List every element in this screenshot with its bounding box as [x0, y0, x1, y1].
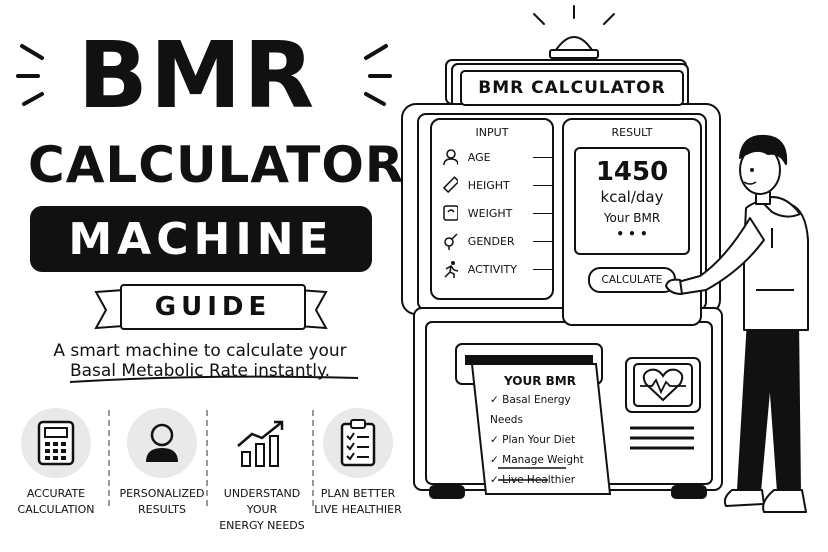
result-dots: • • •	[616, 227, 648, 241]
input-row-age[interactable]: AGE	[442, 143, 552, 171]
checklist-icon	[340, 419, 376, 467]
input-label-gender: GENDER	[467, 234, 515, 248]
feature-icon-circle	[323, 408, 393, 478]
scale-icon	[443, 205, 458, 221]
result-caption: Your BMR	[603, 211, 661, 225]
feature-divider	[206, 410, 208, 506]
input-line	[532, 268, 552, 270]
input-label-age: AGE	[467, 150, 491, 164]
input-row-gender[interactable]: GENDER	[442, 227, 552, 255]
receipt: YOUR BMR ✓ Basal Energy Needs ✓ Plan You…	[490, 372, 600, 490]
calculate-button[interactable]: CALCULATE	[588, 267, 676, 293]
machine-header-label: BMR CALCULATOR	[478, 78, 666, 98]
receipt-item: ✓ Plan Your Diet	[490, 430, 600, 450]
person-icon	[146, 423, 178, 462]
feature-understand: UNDERSTAND YOUR ENERGY NEEDS	[210, 408, 314, 534]
result-unit: kcal/day	[600, 188, 664, 206]
feature-label-1: PERSONALIZED	[119, 487, 205, 500]
person-illustration	[665, 134, 809, 513]
receipt-item-label: Manage Weight	[502, 454, 584, 466]
feature-label-2: LIVE HEALTHIER	[314, 503, 402, 516]
person-icon	[443, 149, 458, 166]
title-guide: GUIDE	[154, 292, 272, 322]
result-value: 1450	[595, 157, 669, 187]
receipt-item: ✓ Basal Energy Needs	[490, 390, 600, 430]
receipt-item-label: Plan Your Diet	[502, 434, 576, 446]
calculate-button-label: CALCULATE	[601, 274, 663, 286]
feature-icon-circle	[127, 408, 197, 478]
receipt-title: YOUR BMR	[504, 374, 576, 388]
result-screen: 1450 kcal/day Your BMR • • •	[574, 147, 690, 255]
title-machine: MACHINE	[68, 213, 334, 265]
receipt-item-label: Basal Energy Needs	[490, 394, 571, 426]
input-row-activity[interactable]: ACTIVITY	[442, 255, 552, 283]
input-panel: INPUT AGE HEIGHT WEIGHT GENDER ACTIVITY	[430, 118, 554, 300]
input-label-height: HEIGHT	[467, 178, 510, 192]
running-icon	[444, 261, 458, 278]
input-row-weight[interactable]: WEIGHT	[442, 199, 552, 227]
input-row-height[interactable]: HEIGHT	[442, 171, 552, 199]
check-icon: ✓	[490, 474, 503, 486]
feature-icon-area	[227, 408, 297, 478]
feature-accurate: ACCURATE CALCULATION	[8, 408, 104, 518]
subtitle-line-2: Basal Metabolic Rate instantly.	[69, 361, 331, 381]
input-line	[532, 212, 552, 214]
subtitle-line-1: A smart machine to calculate your	[53, 341, 347, 361]
feature-label-1: ACCURATE	[26, 487, 86, 500]
result-panel-title: RESULT	[611, 126, 653, 139]
title-bmr: BMR	[77, 22, 317, 129]
feature-divider	[312, 410, 314, 506]
input-line	[532, 240, 552, 242]
feature-personalized: PERSONALIZED RESULTS	[114, 408, 210, 518]
feature-label-1: PLAN BETTER	[320, 487, 396, 500]
input-label-weight: WEIGHT	[467, 206, 513, 220]
check-icon: ✓	[490, 434, 503, 446]
feature-label-2: CALCULATION	[17, 503, 95, 516]
feature-label-2: RESULTS	[138, 503, 186, 516]
growth-chart-icon	[237, 420, 284, 467]
check-icon: ✓	[490, 454, 503, 466]
title-calculator: CALCULATOR	[28, 136, 405, 194]
feature-icon-circle	[21, 408, 91, 478]
input-label-activity: ACTIVITY	[467, 262, 517, 276]
feature-label-2: ENERGY NEEDS	[219, 519, 305, 532]
input-line	[532, 184, 552, 186]
receipt-item-label: Live Healthier	[502, 474, 576, 486]
feature-divider	[108, 410, 110, 506]
input-panel-title: INPUT	[475, 126, 509, 139]
title-guide-ribbon: GUIDE	[120, 284, 306, 330]
gender-icon	[444, 233, 458, 250]
feature-plan: PLAN BETTER LIVE HEALTHIER	[310, 408, 406, 518]
feature-label-1: UNDERSTAND YOUR	[223, 487, 301, 516]
machine-header: BMR CALCULATOR	[460, 70, 684, 106]
check-icon: ✓	[490, 394, 503, 406]
title-machine-banner: MACHINE	[30, 206, 372, 272]
receipt-item: ✓ Live Healthier	[490, 470, 600, 490]
ruler-icon	[442, 176, 458, 194]
calculator-icon	[37, 420, 75, 466]
input-line	[532, 156, 552, 158]
receipt-item: ✓ Manage Weight	[490, 450, 600, 470]
